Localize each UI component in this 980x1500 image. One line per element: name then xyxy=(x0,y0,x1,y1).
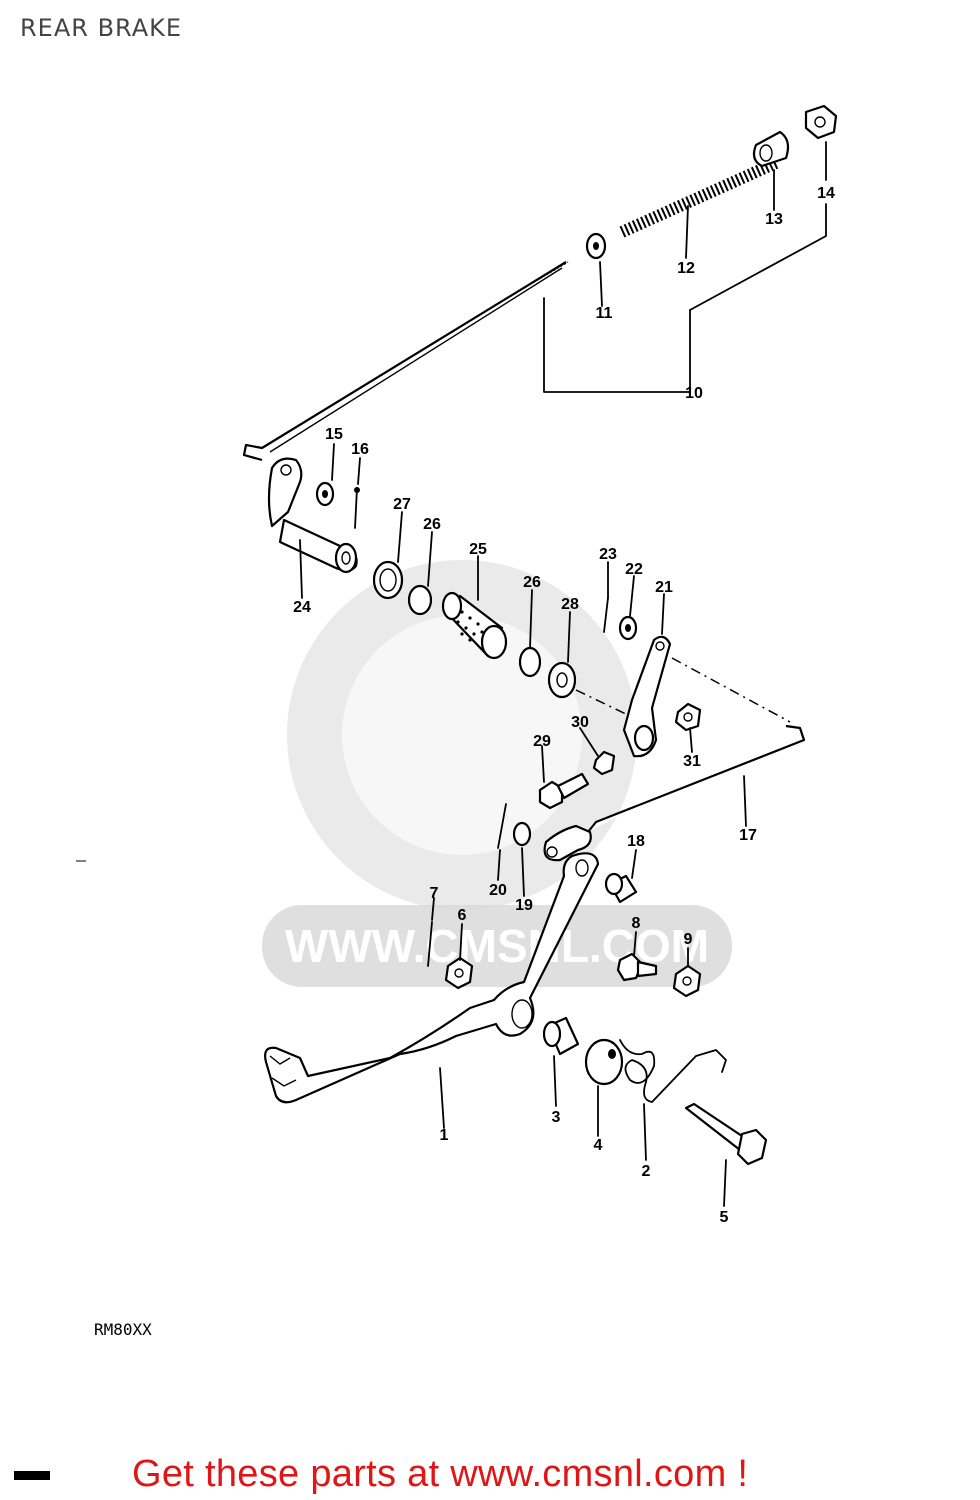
footer-link[interactable]: Get these parts at www.cmsnl.com ! xyxy=(132,1453,749,1495)
brake-rod xyxy=(242,261,569,462)
part-label: 15 xyxy=(325,426,343,443)
leader-lines xyxy=(299,141,827,1207)
part-label: 27 xyxy=(393,496,411,513)
part-label: 4 xyxy=(594,1137,603,1154)
part-label: 11 xyxy=(596,305,613,322)
part-labels: 1 2 3 4 5 6 7 8 9 10 11 12 13 14 15 16 1… xyxy=(293,185,835,1226)
part-label: 12 xyxy=(677,260,695,277)
part-label: 17 xyxy=(739,827,757,844)
part-label: 2 xyxy=(642,1163,651,1180)
part-label: 23 xyxy=(599,546,617,563)
cotter-pin-23 xyxy=(603,597,609,633)
part-label: 3 xyxy=(552,1109,561,1126)
washer-11 xyxy=(585,232,607,260)
bushing-3 xyxy=(542,1016,580,1056)
part-label: 31 xyxy=(683,753,701,770)
part-label: 19 xyxy=(515,897,533,914)
footer-mark xyxy=(14,1471,50,1480)
part-label: 29 xyxy=(533,733,551,750)
model-code: RM80XX xyxy=(94,1320,152,1339)
cotter-pin-7 xyxy=(427,921,433,967)
return-spring xyxy=(619,1039,727,1103)
rod-lever-shaft xyxy=(267,457,358,574)
part-label: 6 xyxy=(458,907,467,924)
page-title: REAR BRAKE xyxy=(20,14,183,42)
bolt-8 xyxy=(616,952,658,982)
part-label: 9 xyxy=(684,931,693,948)
washer-22 xyxy=(618,615,638,641)
brake-pedal xyxy=(264,852,600,1104)
washer-19 xyxy=(512,821,532,847)
part-label: 26 xyxy=(423,516,441,533)
part-label: 16 xyxy=(351,441,369,458)
washer-28 xyxy=(547,661,577,699)
part-label: 14 xyxy=(817,185,835,202)
brake-spring xyxy=(619,156,781,238)
part-label: 28 xyxy=(561,596,579,613)
part-label: 26 xyxy=(523,574,541,591)
part-label: 8 xyxy=(632,915,641,932)
brake-arm-21 xyxy=(622,635,672,758)
o-ring-26a xyxy=(407,584,433,616)
nut-31 xyxy=(674,702,702,732)
part-label: 21 xyxy=(655,579,673,596)
cotter-pin-16 xyxy=(354,487,360,529)
pin-18 xyxy=(604,872,638,904)
washer-27 xyxy=(372,560,404,600)
part-label: 10 xyxy=(685,385,703,402)
adjust-nut xyxy=(804,104,838,140)
washer-4 xyxy=(584,1038,624,1086)
brake-joint xyxy=(752,130,790,168)
washer-15 xyxy=(315,481,335,507)
cotter-pin-20 xyxy=(497,803,507,849)
o-ring-26b xyxy=(518,646,542,678)
part-label: 20 xyxy=(489,882,507,899)
part-label: 13 xyxy=(765,211,783,228)
part-label: 7 xyxy=(430,885,439,902)
part-label: 30 xyxy=(571,714,589,731)
part-label: 5 xyxy=(720,1209,729,1226)
part-label: 24 xyxy=(293,599,311,616)
nut-30 xyxy=(592,750,616,776)
part-label: 1 xyxy=(440,1127,449,1144)
bolt-5 xyxy=(684,1102,768,1166)
part-label: 25 xyxy=(469,541,487,558)
bushing-25 xyxy=(441,591,508,660)
bolt-29 xyxy=(538,772,590,810)
part-label: 18 xyxy=(627,833,645,850)
part-label: 22 xyxy=(625,561,643,578)
brake-rod-17 xyxy=(543,724,806,862)
watermark-logo: WWW.CMSNL.COM xyxy=(262,560,732,987)
